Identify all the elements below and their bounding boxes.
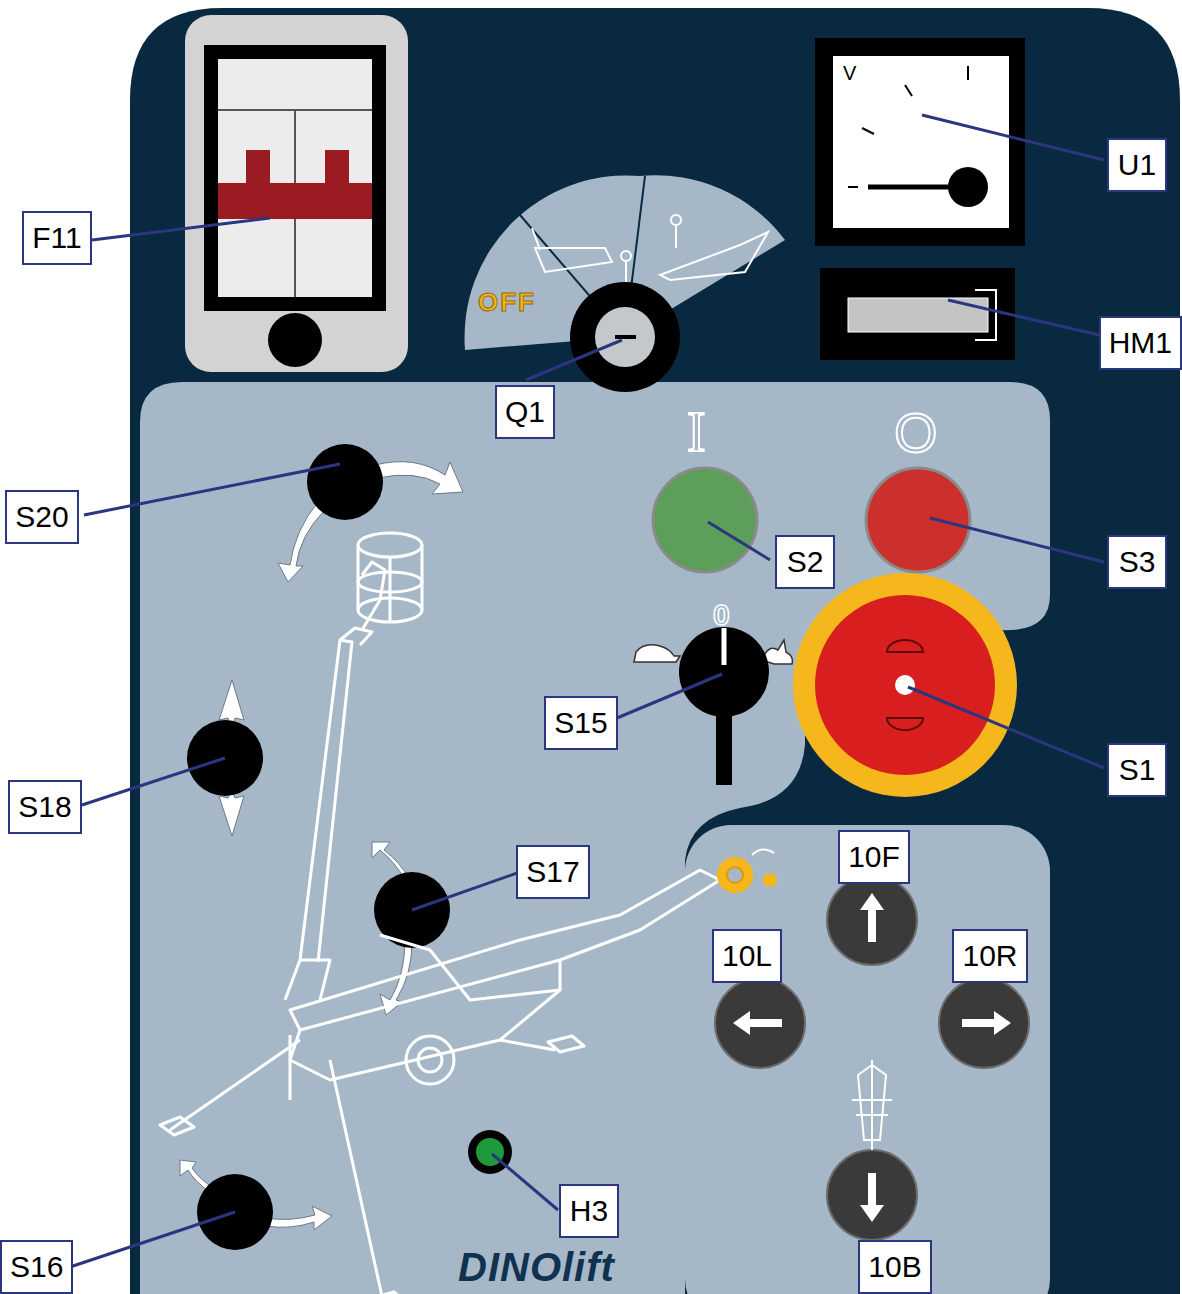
callout-box: 10F bbox=[838, 830, 910, 884]
callout-box: 10B bbox=[858, 1240, 931, 1294]
callout-box: 10L bbox=[712, 929, 782, 983]
callout-box: S15 bbox=[544, 696, 617, 750]
callout-number: S15 bbox=[554, 706, 607, 740]
callout-box: S3 bbox=[1107, 535, 1167, 589]
callout-number: S3 bbox=[1119, 545, 1156, 579]
callout-number: 10L bbox=[722, 939, 772, 973]
callout-box: H3 bbox=[559, 1184, 619, 1238]
callout-box: F11 bbox=[22, 211, 91, 265]
callout-box: S18 bbox=[8, 780, 81, 834]
button-symbol: O bbox=[894, 400, 938, 465]
brand-logo: DINOlift bbox=[458, 1245, 615, 1290]
callout-number: Q1 bbox=[505, 395, 545, 429]
callout-box: S20 bbox=[5, 490, 78, 544]
callout-number: F11 bbox=[32, 221, 81, 255]
callout-number: 10R bbox=[962, 939, 1017, 973]
callout-number: S16 bbox=[10, 1250, 63, 1284]
callout-number: S1 bbox=[1119, 753, 1156, 787]
unit-label: V bbox=[843, 62, 856, 85]
callout-box: HM1 bbox=[1099, 316, 1182, 370]
callout-number: S2 bbox=[787, 545, 824, 579]
callout-box: U1 bbox=[1107, 138, 1167, 192]
callout-box: S1 bbox=[1107, 743, 1167, 797]
callout-number: 10F bbox=[848, 840, 900, 874]
callout-number: S17 bbox=[526, 855, 579, 889]
selector-position: 0 bbox=[713, 598, 730, 632]
callout-box: Q1 bbox=[495, 385, 555, 439]
callout-number: H3 bbox=[570, 1194, 608, 1228]
button-symbol: I bbox=[687, 400, 706, 464]
callout-number: 10B bbox=[868, 1250, 921, 1284]
callout-box: S16 bbox=[0, 1240, 73, 1294]
callout-box: 10R bbox=[952, 929, 1027, 983]
callout-box: S2 bbox=[775, 535, 835, 589]
callout-number: U1 bbox=[1118, 148, 1156, 182]
callout-number: S18 bbox=[18, 790, 71, 824]
callout-box: S17 bbox=[516, 845, 589, 899]
switch-position-label: OFF bbox=[478, 287, 536, 318]
callout-number: S20 bbox=[15, 500, 68, 534]
callout-number: HM1 bbox=[1109, 326, 1172, 360]
